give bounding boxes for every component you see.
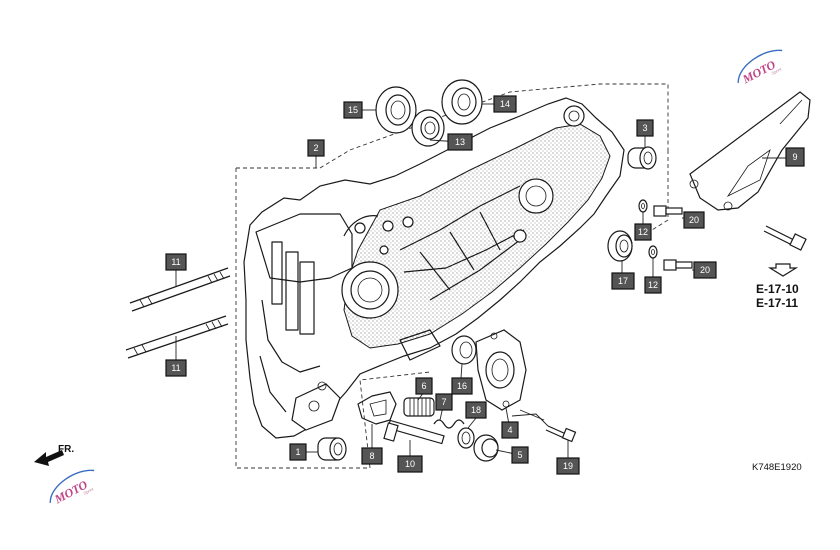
callout-4[interactable]: 4 (501, 421, 519, 439)
bolt-20-upper (653, 205, 683, 217)
washer-12-lower (648, 245, 658, 259)
svg-text:7: 7 (441, 397, 446, 407)
callout-10[interactable]: 10 (397, 455, 423, 473)
callout-13[interactable]: 13 (447, 133, 473, 151)
svg-text:5: 5 (517, 450, 522, 460)
svg-text:20: 20 (689, 215, 699, 225)
long-bolt-right (763, 225, 807, 251)
watermark-logo-bottom: MOTO Sprint (49, 469, 95, 507)
bracket-9 (689, 91, 811, 211)
callout-19[interactable]: 19 (556, 457, 580, 475)
callout-20-upper[interactable]: 20 (683, 211, 705, 229)
callout-11-lower[interactable]: 11 (165, 359, 187, 377)
svg-text:Sprint: Sprint (83, 486, 95, 496)
bolt-20-lower (663, 259, 693, 271)
stud-bolt-11-lower (125, 315, 229, 359)
svg-text:14: 14 (500, 99, 510, 109)
callout-20-lower[interactable]: 20 (693, 261, 717, 279)
svg-text:4: 4 (507, 425, 512, 435)
front-label: FR. (58, 444, 74, 455)
svg-text:15: 15 (348, 105, 358, 115)
plug-5 (473, 434, 499, 462)
diagram-code: K748E1920 (752, 462, 802, 473)
oring-18 (457, 427, 475, 449)
reference-arrow (767, 263, 799, 277)
callout-12-upper[interactable]: 12 (634, 223, 652, 241)
reference-e-17-11[interactable]: E-17-11 (756, 296, 798, 310)
svg-text:13: 13 (455, 137, 465, 147)
svg-text:20: 20 (700, 265, 710, 275)
washer-12-upper (638, 199, 648, 213)
callout-2[interactable]: 2 (307, 139, 325, 157)
collar-3 (627, 146, 657, 170)
svg-text:8: 8 (369, 451, 374, 461)
svg-text:11: 11 (171, 363, 180, 373)
clip-8 (357, 391, 397, 425)
callout-17[interactable]: 17 (611, 272, 635, 290)
svg-text:2: 2 (313, 143, 318, 153)
shaft-10 (383, 419, 445, 445)
callout-5[interactable]: 5 (511, 446, 529, 464)
bearing-13 (411, 109, 445, 147)
svg-text:6: 6 (421, 381, 426, 391)
callout-7[interactable]: 7 (435, 393, 453, 411)
left-crankcase (243, 97, 625, 439)
oil-seal-17 (607, 230, 633, 262)
watermark-logo-top: MOTO Sprint (737, 49, 783, 87)
callout-9[interactable]: 9 (785, 147, 805, 167)
leader-lines (175, 103, 786, 458)
front-arrow-icon (34, 450, 64, 466)
svg-text:18: 18 (471, 405, 481, 415)
spring-7 (433, 419, 465, 429)
svg-text:3: 3 (642, 123, 647, 133)
bearing-1 (317, 437, 347, 461)
svg-text:1: 1 (295, 447, 300, 457)
svg-text:9: 9 (792, 152, 797, 162)
bolt-19 (545, 425, 577, 443)
bearing-14 (441, 79, 483, 125)
svg-text:17: 17 (618, 276, 628, 286)
reference-e-17-10[interactable]: E-17-10 (756, 282, 799, 296)
cover-4 (475, 329, 527, 411)
front-direction-indicator: FR. (34, 444, 74, 466)
callout-3[interactable]: 3 (636, 119, 654, 137)
callout-6[interactable]: 6 (415, 377, 433, 395)
callout-1[interactable]: 1 (289, 443, 307, 461)
svg-text:12: 12 (648, 280, 658, 290)
callout-16[interactable]: 16 (451, 377, 473, 395)
bearing-15 (375, 86, 417, 134)
svg-text:12: 12 (638, 227, 648, 237)
callout-12-lower[interactable]: 12 (644, 276, 662, 294)
svg-text:Sprint: Sprint (771, 66, 783, 76)
oil-seal-16 (451, 335, 477, 365)
stud-bolt-11-upper (129, 267, 231, 312)
svg-text:16: 16 (457, 381, 467, 391)
callouts: 1 2 3 4 5 6 7 8 9 10 11 11 12 12 13 14 1… (165, 95, 805, 475)
callout-14[interactable]: 14 (493, 95, 517, 113)
svg-text:11: 11 (171, 257, 180, 267)
svg-text:10: 10 (405, 459, 415, 469)
callout-18[interactable]: 18 (465, 401, 487, 419)
callout-8[interactable]: 8 (361, 447, 383, 465)
callout-11-upper[interactable]: 11 (165, 253, 187, 271)
spring-pin-6 (403, 397, 435, 417)
svg-text:19: 19 (563, 461, 573, 471)
callout-15[interactable]: 15 (343, 101, 363, 119)
